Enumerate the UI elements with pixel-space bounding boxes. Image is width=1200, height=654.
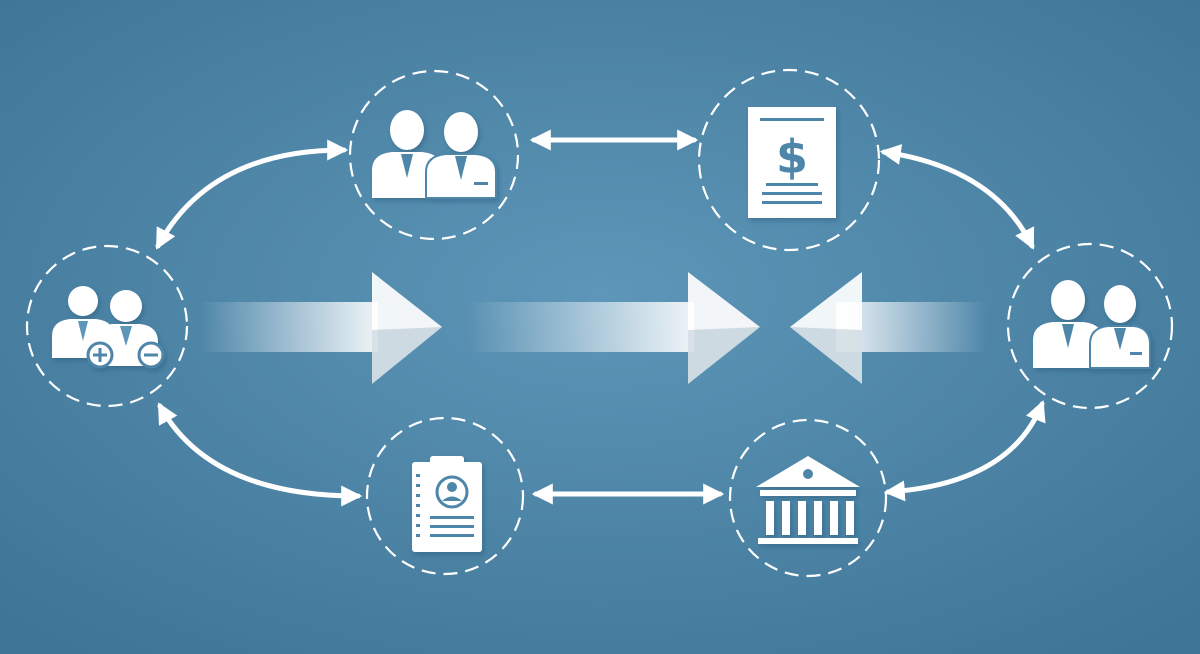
connector-top-right	[879, 144, 1035, 250]
connector-left-top	[155, 139, 349, 250]
profile-document-icon	[412, 456, 482, 552]
flow-arrow-left	[200, 272, 442, 384]
svg-text:$: $	[776, 130, 808, 184]
flow-arrows	[200, 272, 986, 384]
node-ring-bank	[728, 418, 888, 578]
bank-building-icon	[756, 456, 860, 544]
node-rings	[25, 68, 1174, 578]
node-ring-counterparty	[1006, 242, 1174, 410]
flow-arrow-right	[790, 272, 986, 384]
node-ring-team	[348, 69, 520, 241]
connector-left-bottom	[157, 402, 363, 507]
two-people-plus-minus-icon	[52, 286, 165, 369]
node-ring-financial-document	[697, 68, 881, 252]
two-businessmen-icon	[1033, 280, 1151, 369]
two-businessmen-icon	[372, 110, 497, 199]
dollar-document-icon: $	[748, 107, 836, 218]
connectors	[155, 129, 1046, 507]
connector-bottom-right	[883, 400, 1046, 502]
node-ring-profile-file	[365, 416, 525, 576]
flow-arrow-center	[468, 272, 760, 384]
node-ring-merging-parties	[25, 244, 189, 408]
